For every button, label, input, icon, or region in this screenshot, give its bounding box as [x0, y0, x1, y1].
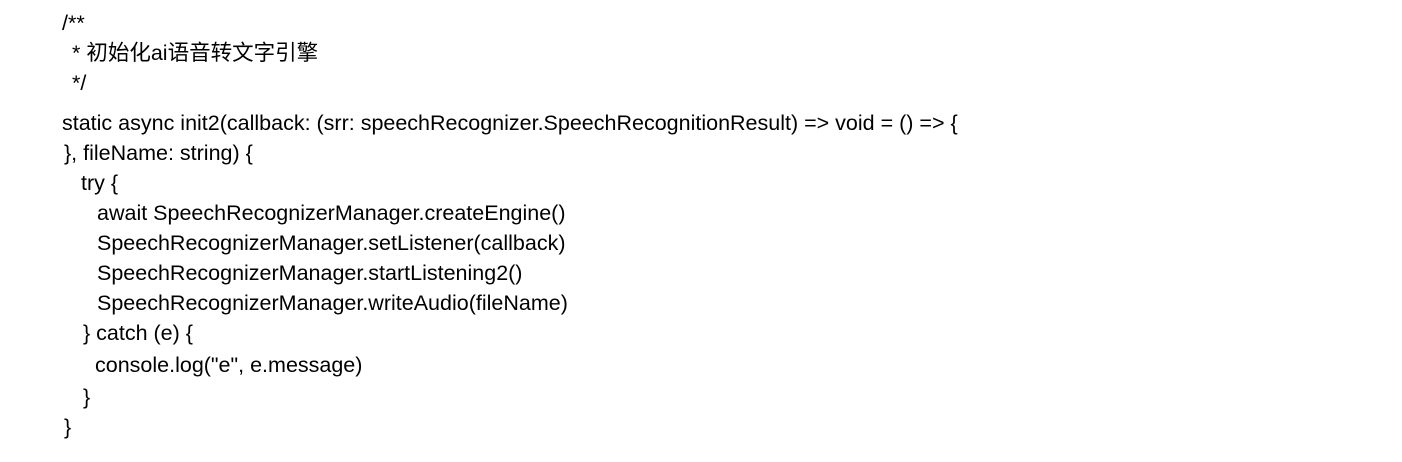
- code-line: SpeechRecognizerManager.startListening2(…: [97, 261, 523, 285]
- code-line: }: [64, 415, 72, 439]
- code-line: static async init2(callback: (srr: speec…: [62, 111, 958, 135]
- code-line: }, fileName: string) {: [64, 141, 253, 165]
- code-line: SpeechRecognizerManager.writeAudio(fileN…: [97, 291, 568, 315]
- code-line: console.log("e", e.message): [95, 353, 363, 377]
- code-line: * 初始化ai语音转文字引擎: [72, 41, 319, 65]
- code-line: */: [72, 71, 87, 95]
- code-line: SpeechRecognizerManager.setListener(call…: [97, 231, 566, 255]
- code-line: /**: [62, 11, 85, 35]
- code-line: } catch (e) {: [83, 321, 193, 345]
- code-line: try {: [81, 171, 119, 195]
- code-line: await SpeechRecognizerManager.createEngi…: [97, 201, 566, 225]
- code-line: }: [83, 385, 91, 409]
